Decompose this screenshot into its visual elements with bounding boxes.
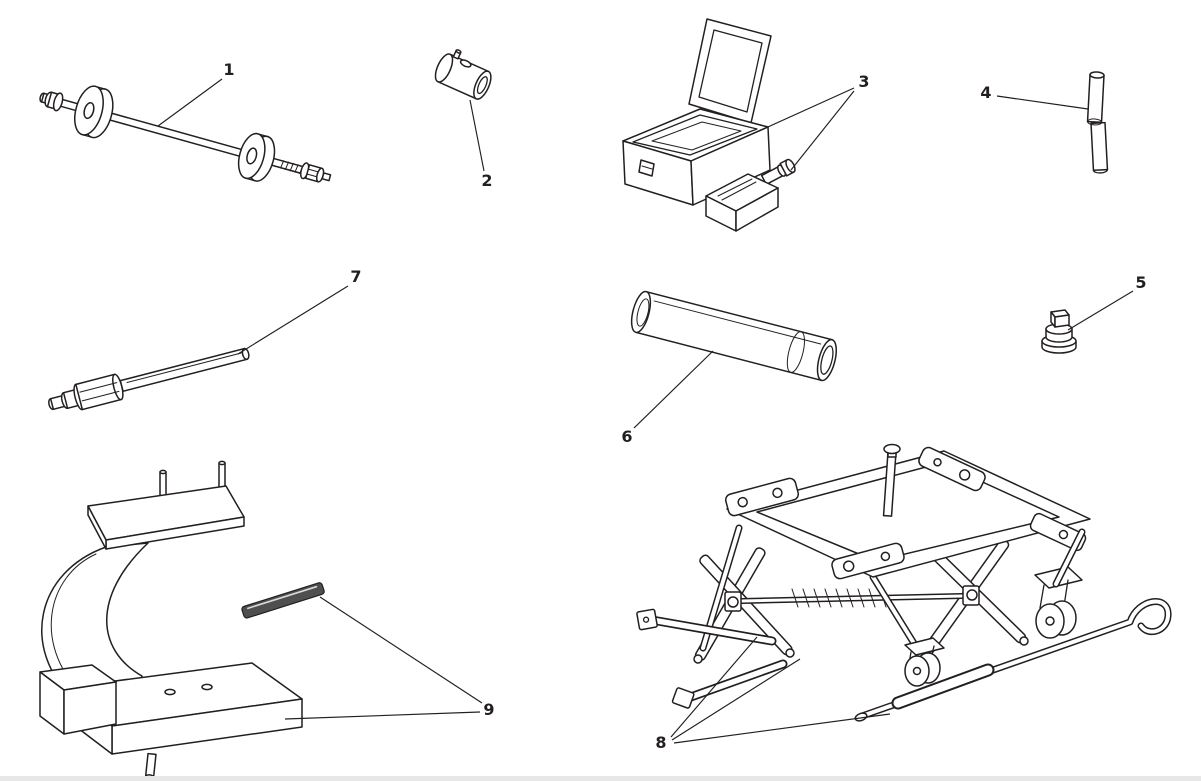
leader-line-9-2 xyxy=(284,711,481,720)
leader-line-3-1 xyxy=(758,87,855,132)
leader-lines xyxy=(157,78,1134,744)
callout-2-drive-bushing: 2 xyxy=(481,171,493,190)
callout-8-scissor-lift-stand: 8 xyxy=(655,733,667,752)
callout-6-roller-drift: 6 xyxy=(621,427,633,446)
leader-line-9-1 xyxy=(319,596,483,704)
leader-line-1-1 xyxy=(157,78,223,127)
part-5-adapter xyxy=(1041,309,1077,354)
leader-line-8-1 xyxy=(670,636,758,738)
leader-line-4-1 xyxy=(996,95,1089,110)
callout-7-extension-rod: 7 xyxy=(350,267,362,286)
part-7-rod xyxy=(48,347,250,411)
clamp-screw xyxy=(760,158,796,186)
leader-line-6-1 xyxy=(633,350,714,429)
spring-coil xyxy=(791,588,887,608)
flange-disc xyxy=(74,85,114,139)
case-body xyxy=(622,108,771,206)
callout-9-press-support-frame: 9 xyxy=(483,700,495,719)
caster-wheel-center xyxy=(904,637,945,687)
case-lid xyxy=(688,18,772,124)
drift-pin xyxy=(241,582,325,619)
part-1-wheel-axle-tool xyxy=(39,85,332,183)
lift-toes xyxy=(636,608,788,709)
leader-line-2-1 xyxy=(469,99,485,172)
corner-plates xyxy=(724,446,1087,580)
leader-line-5-1 xyxy=(1067,290,1134,331)
callout-5-valve-adapter: 5 xyxy=(1135,273,1147,292)
part-9-press-frame xyxy=(39,460,325,780)
part-2-bushing xyxy=(434,49,492,100)
clamp-tool xyxy=(705,158,796,232)
top-frame xyxy=(726,450,1091,578)
part-3-case-and-clamp xyxy=(622,18,796,232)
flange-disc xyxy=(237,132,276,182)
page-edge-strip xyxy=(0,776,1201,781)
leader-line-8-3 xyxy=(673,713,891,744)
leader-line-8-2 xyxy=(671,658,801,741)
leader-line-3-2 xyxy=(790,90,855,171)
part-6-roller xyxy=(630,290,837,382)
jack-screw xyxy=(724,585,980,612)
crank-handle xyxy=(854,598,1172,722)
callout-3-tool-case-with-clamp: 3 xyxy=(858,72,870,91)
callout-1-wheel-axle-service-tool: 1 xyxy=(223,60,235,79)
leader-line-7-1 xyxy=(237,285,349,355)
callout-4-dowel-pin: 4 xyxy=(980,83,992,102)
caster-wheel-right xyxy=(1034,566,1083,639)
center-post xyxy=(882,443,901,517)
part-4-pin xyxy=(1086,71,1109,174)
part-8-lift-stand xyxy=(636,443,1172,722)
